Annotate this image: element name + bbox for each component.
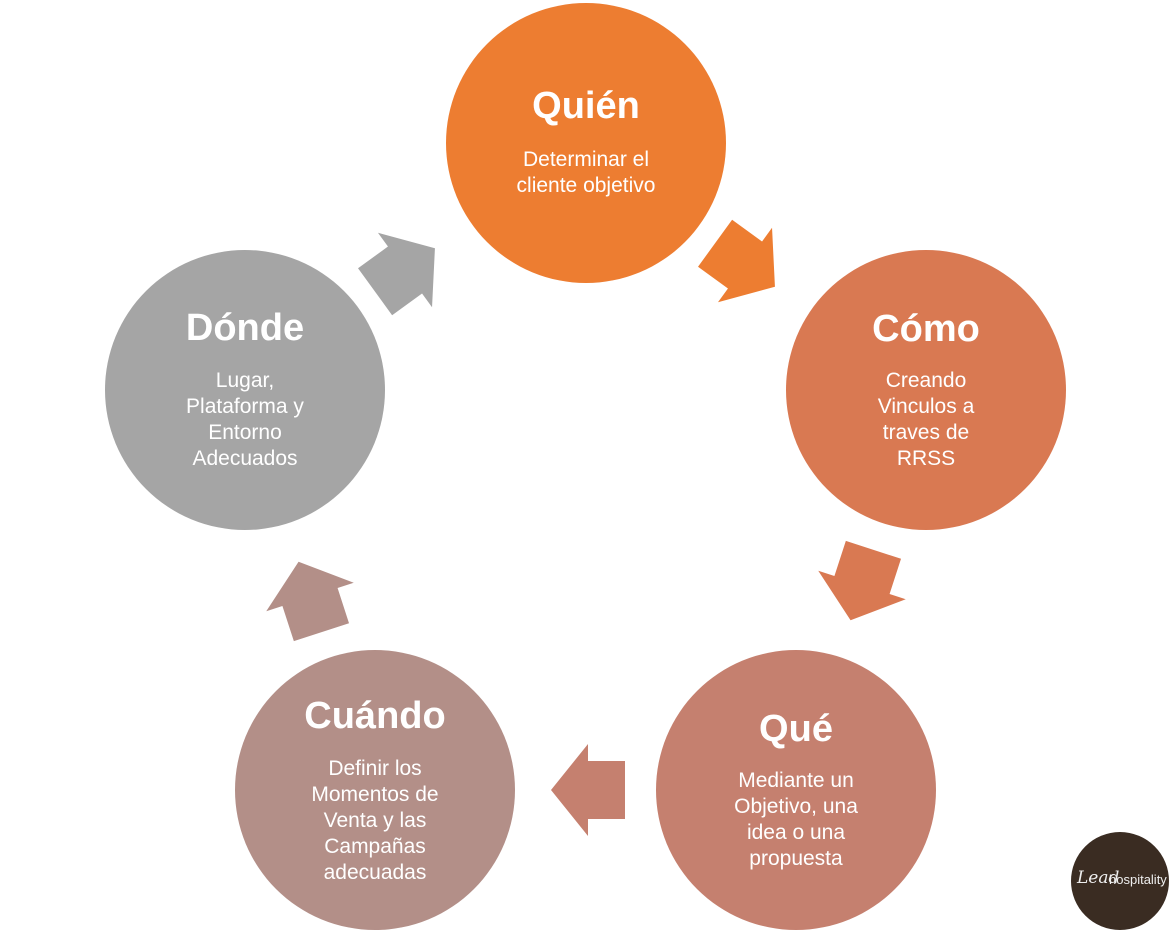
node-quien: Quién Determinar el cliente objetivo xyxy=(446,3,726,283)
node-title: Dónde xyxy=(185,307,305,349)
arrow-donde-to-quien xyxy=(358,232,435,316)
arrow-como-to-que xyxy=(818,540,906,621)
node-title: Cuándo xyxy=(304,695,446,737)
arrow-cuando-to-donde xyxy=(266,561,354,642)
node-cuando: Cuándo Definir los Momentos de Venta y l… xyxy=(235,650,515,930)
node-desc: Mediante un Objetivo, una idea o una pro… xyxy=(734,769,858,870)
node-title: Qué xyxy=(759,708,833,750)
node-title: Cómo xyxy=(872,308,980,350)
node-como: Cómo Creando Vinculos a traves de RRSS xyxy=(786,250,1066,530)
node-desc: Creando Vinculos a traves de RRSS xyxy=(877,369,975,470)
arrow-que-to-cuando xyxy=(551,744,625,836)
node-donde: Dónde Lugar, Plataforma y Entorno Adecua… xyxy=(105,250,385,530)
logo-hospitality-text: hospitality xyxy=(1109,872,1167,887)
node-desc: Lugar, Plataforma y Entorno Adecuados xyxy=(186,369,304,470)
node-title: Quién xyxy=(532,85,640,127)
node-que: Qué Mediante un Objetivo, una idea o una… xyxy=(656,650,936,930)
node-desc: Determinar el cliente objetivo xyxy=(516,148,656,197)
lead-hospitality-logo: Lead hospitality xyxy=(1071,832,1169,930)
logo-lead-text: Lead xyxy=(1077,868,1120,888)
node-desc: Definir los Momentos de Venta y las Camp… xyxy=(311,757,439,884)
arrow-quien-to-como xyxy=(698,219,775,303)
